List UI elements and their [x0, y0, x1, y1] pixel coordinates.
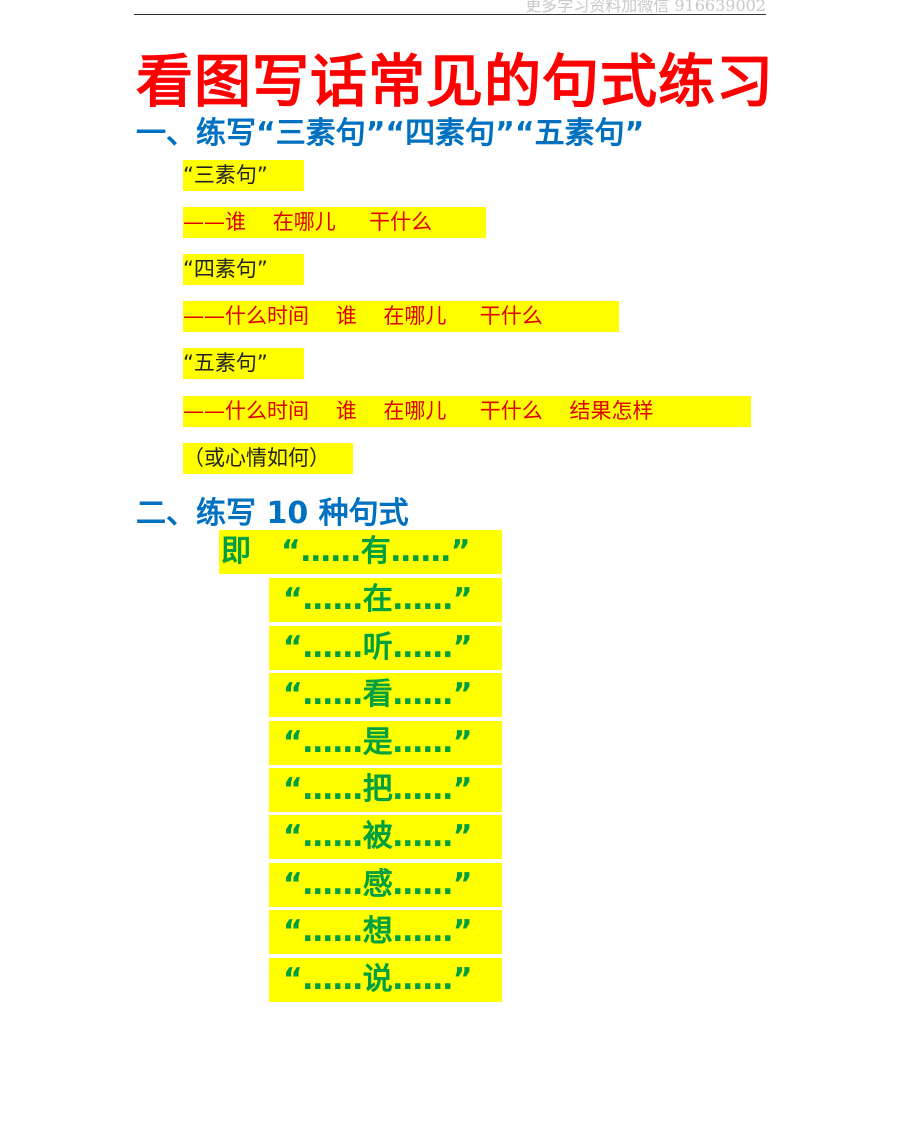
section2-heading: 二、练写 10 种句式: [136, 496, 409, 531]
pattern-row-6: “……被……”: [269, 815, 502, 860]
pattern-text: “……是……”: [283, 724, 473, 760]
pattern-row-4: “……是……”: [269, 720, 502, 765]
pattern-row-8: “……想……”: [269, 910, 502, 955]
pattern-three-element: ——谁 在哪儿 干什么: [183, 207, 486, 238]
pattern-text: “……说……”: [283, 961, 473, 997]
label-five-element: “五素句”: [183, 348, 304, 379]
pattern-row-5: “……把……”: [269, 768, 502, 812]
header-note: 更多学习资料加微信 916639002: [525, 0, 766, 15]
pattern-row-1: “……在……”: [269, 578, 502, 623]
pattern-text: “……看……”: [283, 677, 473, 713]
header-rule: [134, 14, 766, 15]
label-four-element: “四素句”: [183, 254, 304, 285]
pattern-prefix: 即: [221, 534, 251, 569]
pattern-text: “……在……”: [283, 582, 473, 618]
page-title: 看图写话常见的句式练习: [136, 49, 774, 115]
pattern-row-7: “……感……”: [269, 862, 502, 907]
five-element-note: （或心情如何）: [183, 443, 353, 474]
pattern-four-element: ——什么时间 谁 在哪儿 干什么: [183, 301, 619, 332]
label-three-element: “三素句”: [183, 160, 304, 191]
pattern-row-3: “……看……”: [269, 673, 502, 718]
pattern-text: “……有……”: [281, 534, 471, 569]
pattern-text: “……想……”: [283, 914, 473, 950]
pattern-row-0: 即 “……有……”: [219, 530, 502, 574]
pattern-text: “……听……”: [283, 629, 473, 665]
pattern-five-element: ——什么时间 谁 在哪儿 干什么 结果怎样: [183, 396, 751, 427]
pattern-text: “……感……”: [283, 866, 473, 902]
pattern-row-9: “……说……”: [269, 957, 502, 1002]
pattern-text: “……被……”: [283, 819, 473, 855]
pattern-text: “……把……”: [283, 772, 473, 807]
section1-heading: 一、练写“三素句”“四素句”“五素句”: [136, 116, 645, 151]
pattern-row-2: “……听……”: [269, 625, 502, 670]
